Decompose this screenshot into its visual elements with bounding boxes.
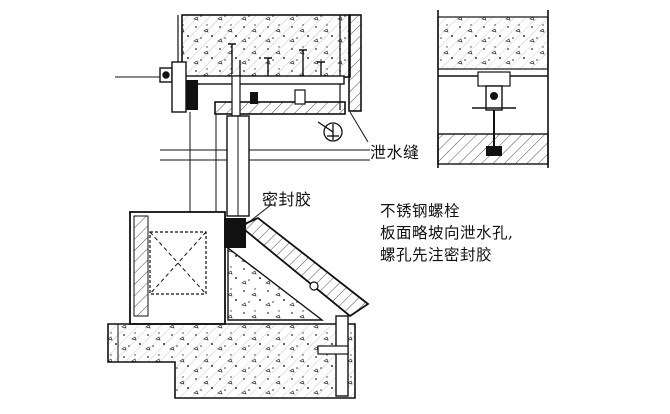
drain-leader — [349, 111, 369, 143]
drain-joint-label: 泄水缝 — [370, 143, 420, 162]
lower-frame-box — [129, 211, 246, 325]
sealant-leader — [243, 203, 273, 227]
anchor-bolts — [228, 43, 325, 76]
sealant-label: 密封胶 — [262, 190, 312, 209]
steel-bracket — [183, 75, 346, 117]
bolt-note-line: 板面略坡向泄水孔, — [380, 224, 514, 242]
upper-concrete-slab — [177, 14, 351, 110]
bolt-note: 不锈钢螺栓 板面略坡向泄水孔, 螺孔先注密封胶 — [380, 200, 513, 266]
right-wall-strip — [339, 14, 362, 112]
sloped-coping — [227, 216, 370, 321]
bolt-note-line: 螺孔先注密封胶 — [380, 246, 493, 264]
bolt-detail — [437, 10, 549, 168]
base-slab — [107, 315, 356, 399]
bolt-note-line: 不锈钢螺栓 — [380, 202, 461, 220]
glass-panel-lines — [160, 115, 370, 217]
drain-marker-icon — [317, 121, 343, 142]
